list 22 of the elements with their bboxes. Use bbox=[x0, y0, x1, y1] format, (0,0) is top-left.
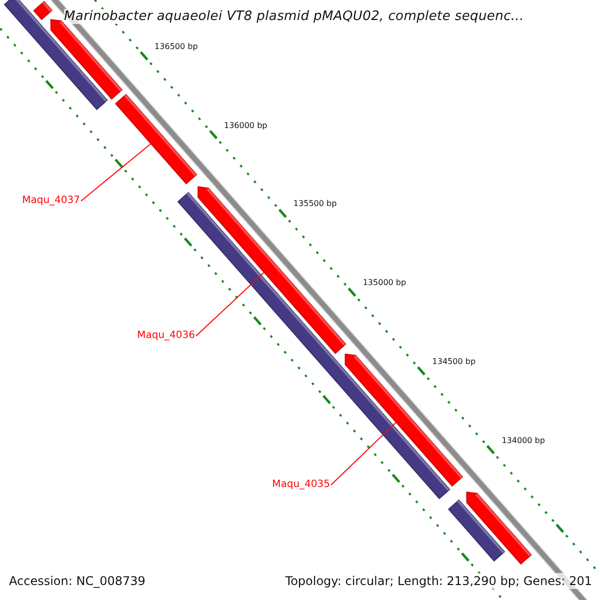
position-label: 135000 bp bbox=[362, 278, 406, 288]
position-label: 134000 bp bbox=[502, 436, 545, 446]
gene-label: Maqu_4036 bbox=[137, 330, 195, 342]
gene-segment bbox=[33, 0, 53, 20]
leader-line bbox=[80, 143, 152, 202]
gene-label: Maqu_4037 bbox=[22, 195, 80, 207]
gene-segment bbox=[114, 94, 198, 184]
gene-segment bbox=[448, 499, 506, 562]
map-title: Marinobacter aquaeolei VT8 plasmid pMAQU02, complete sequenc... bbox=[64, 9, 524, 24]
position-label: 136000 bp bbox=[224, 120, 268, 131]
position-label: 135500 bp bbox=[293, 199, 337, 210]
summary-text: Topology: circular; Length: 213,290 bp; Genes: 201 bbox=[285, 573, 592, 589]
gene-segment bbox=[198, 186, 346, 354]
position-label: 136500 bp bbox=[154, 42, 198, 52]
gene-label: Maqu_4035 bbox=[272, 479, 330, 491]
leader-line bbox=[196, 272, 265, 336]
gene-segment bbox=[344, 354, 464, 487]
position-label: 134500 bp bbox=[432, 357, 476, 368]
gene-segment bbox=[466, 492, 532, 565]
gene-segment bbox=[50, 19, 123, 100]
accession-text: Accession: NC_008739 bbox=[9, 573, 146, 589]
leader-line bbox=[330, 422, 397, 486]
